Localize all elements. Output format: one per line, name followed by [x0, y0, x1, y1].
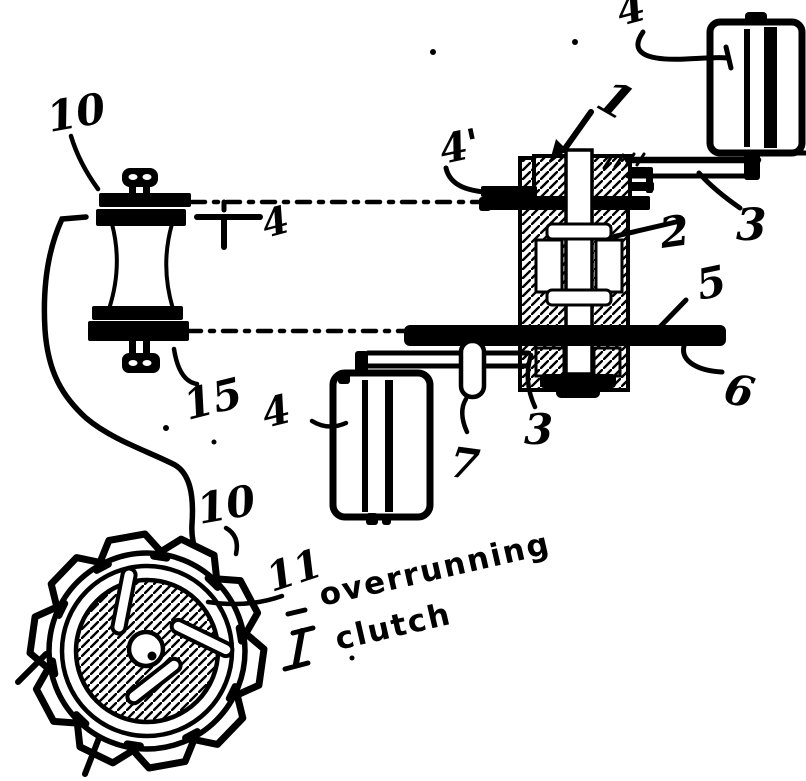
labels: 10 4 1 4' 4 2 3 5 6 3 7 15 4 10 11: [43, 0, 766, 602]
leader-4-roller-upper: [635, 29, 730, 62]
leader-4-roller-lower: [309, 418, 349, 429]
lower-axle: [404, 325, 726, 346]
leader-5: [653, 297, 689, 334]
clutch-roller-b: [169, 617, 235, 659]
leader-lines: [68, 29, 743, 607]
pin-7: [458, 338, 487, 400]
label-15-spool: 15: [179, 368, 248, 430]
leader-2: [609, 219, 679, 240]
leader-7: [460, 396, 470, 435]
axis-arrow-t-mark: [194, 199, 263, 250]
roller-lower-body: [329, 369, 434, 521]
ink-specks: [163, 39, 578, 661]
leader-4-roller-upper-tick: [723, 44, 734, 71]
spool-neck: [106, 222, 176, 311]
clutch-roller-a: [110, 566, 138, 636]
label-4-roller-lower: 4: [257, 385, 295, 437]
spool-assembly: [88, 168, 191, 373]
bearing-window-right: [594, 238, 624, 294]
label-10-spool: 10: [43, 83, 109, 141]
sprocket-gear: [15, 530, 268, 777]
label-4-prime: 4': [435, 119, 484, 173]
spool-bottom-nut: [122, 353, 160, 373]
leader-3-upper: [696, 170, 743, 211]
leader-1-shaft: [561, 109, 594, 153]
annotation-overrunning-clutch: overrunning clutch: [282, 526, 554, 672]
leader-6: [681, 343, 725, 375]
gear-hub: [126, 629, 166, 669]
bearing-window-left: [534, 238, 564, 294]
leader-15: [171, 346, 200, 387]
annotation-pointer-i-mark: [282, 607, 316, 672]
label-5-axle: 5: [692, 256, 731, 310]
leader-10-spool: [68, 133, 101, 192]
label-7-pin: 7: [447, 437, 483, 490]
leader-4-prime: [443, 165, 524, 196]
sweep-connector-curve: [41, 214, 201, 561]
gear-outer-ring: [46, 550, 248, 752]
bearing-housing: [479, 148, 654, 398]
label-3-upper: 3: [736, 200, 767, 251]
label-10-gear: 10: [193, 475, 259, 533]
leader-11: [205, 593, 285, 607]
clutch-roller-c: [125, 656, 183, 706]
spool-top-nut: [122, 168, 158, 187]
roller-upper: [706, 12, 806, 157]
leader-3-lower: [525, 352, 538, 410]
axis-lines: [185, 199, 527, 334]
leader-10-gear: [223, 525, 240, 557]
shaft-collar-upper: [545, 222, 613, 241]
shaft-collar-lower: [545, 288, 613, 307]
label-3-lower: 3: [524, 405, 553, 454]
arrowhead-1: [549, 139, 567, 164]
label-6-axle-end: 6: [720, 364, 759, 418]
label-1-shaft: 1: [589, 69, 644, 132]
roller-lower: [329, 369, 434, 525]
roller-upper-body: [706, 18, 806, 157]
label-2-bearing: 2: [656, 205, 693, 258]
